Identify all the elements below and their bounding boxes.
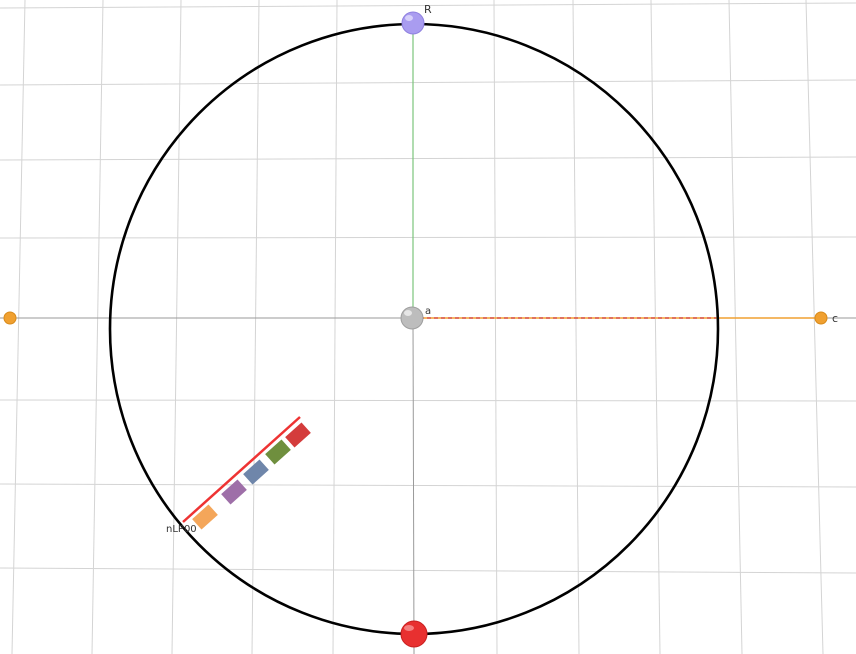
block-green[interactable] [265, 439, 291, 465]
left-endpoint-sphere[interactable] [3, 311, 17, 325]
block-bar: nLP00 [166, 416, 311, 535]
top-sphere-highlight [405, 15, 413, 21]
block-red[interactable] [285, 422, 311, 448]
bar-line [182, 416, 301, 523]
block-orange[interactable] [192, 504, 218, 530]
center-sphere[interactable] [400, 306, 424, 330]
bottom-sphere[interactable] [400, 620, 428, 648]
center-sphere-highlight [404, 310, 412, 316]
right-point-label: c [832, 312, 838, 325]
bottom-sphere-highlight [404, 625, 414, 631]
center-point-label: a [425, 306, 431, 317]
block-purple[interactable] [221, 479, 247, 505]
bar-label: nLP00 [166, 524, 197, 535]
vertical-axis [412, 317, 415, 654]
block-blue[interactable] [243, 459, 269, 485]
top-sphere[interactable] [401, 11, 425, 35]
top-point-label: R [424, 3, 432, 16]
right-endpoint-sphere[interactable] [814, 311, 828, 325]
color-blocks [192, 422, 311, 530]
